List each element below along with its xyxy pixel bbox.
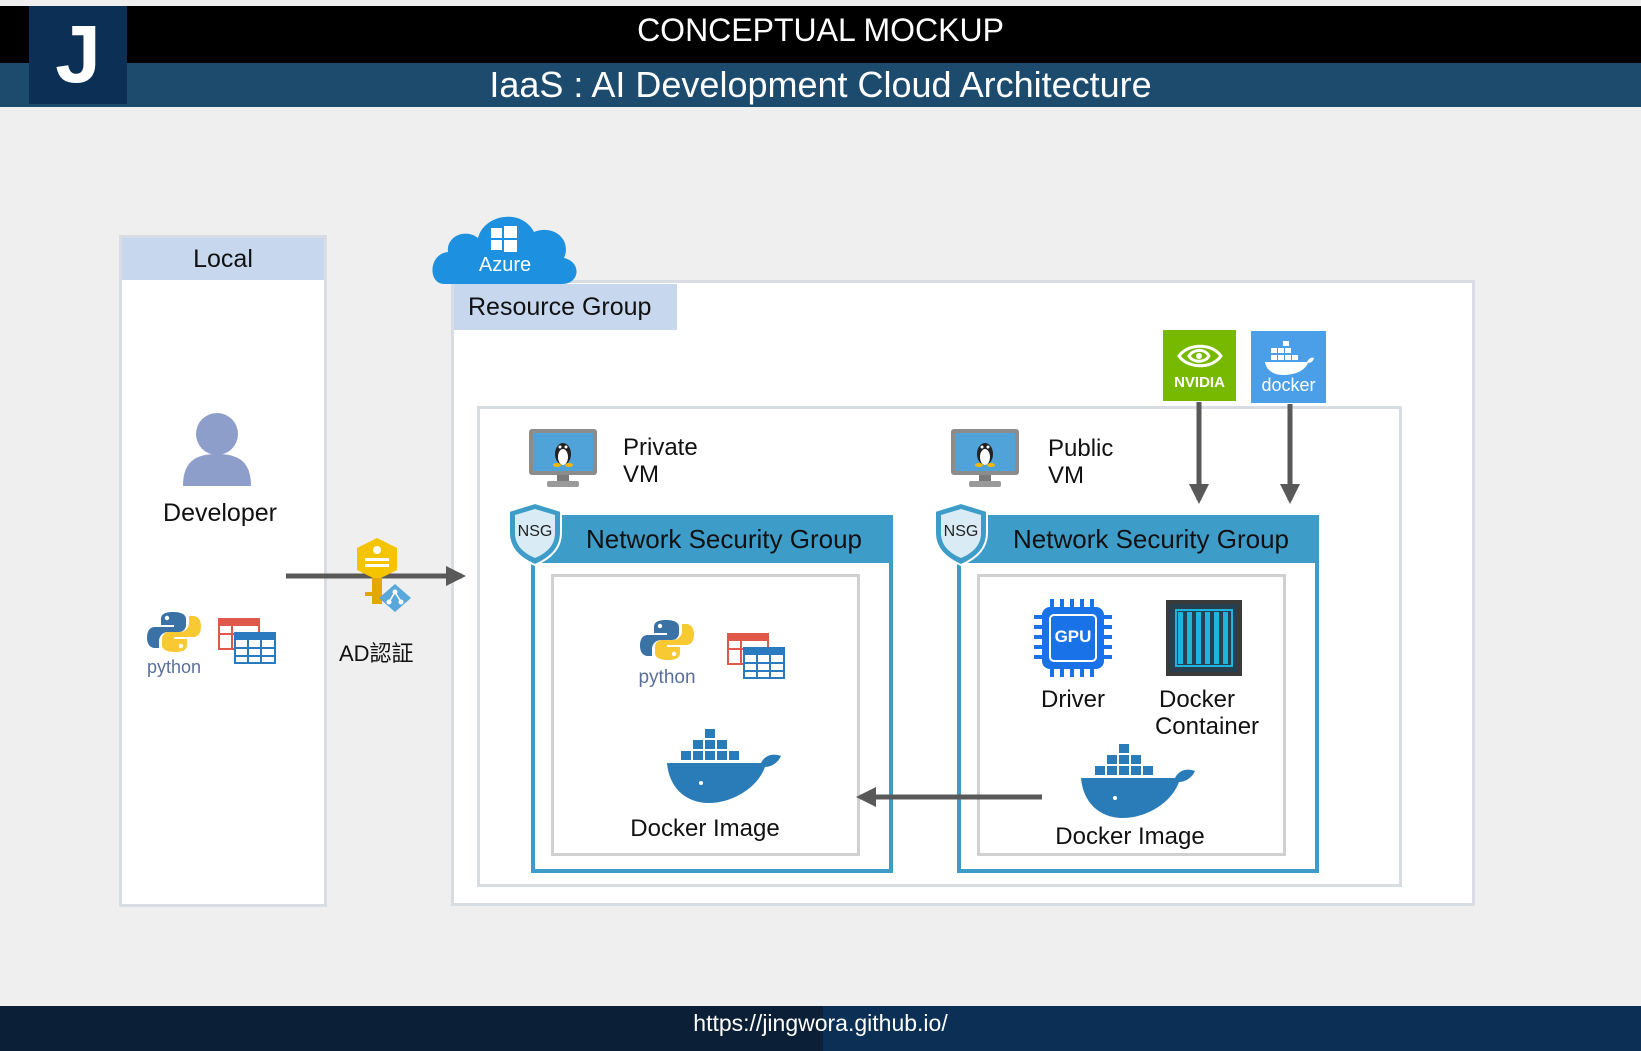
public-vm-label-line1: Public <box>1048 435 1114 462</box>
docker-whale-icon <box>1081 744 1195 818</box>
local-title-bar: Local <box>122 238 324 280</box>
subheader-bar <box>0 63 1641 107</box>
nvidia-badge: NVIDIA <box>1163 330 1236 401</box>
python-icon <box>147 612 201 652</box>
private-nsg-title: Network Security Group <box>586 523 862 554</box>
public-vm-label: Public VM <box>1048 435 1113 489</box>
local-title: Local <box>193 244 253 273</box>
docker-whale-icon <box>667 729 781 803</box>
key-icon <box>357 538 411 612</box>
public-vm-label-line2: VM <box>1048 462 1084 489</box>
python-logo-private: python <box>636 618 698 688</box>
logo-letter: J <box>55 9 101 100</box>
private-vm-label-line1: Private <box>623 434 698 461</box>
gpu-chip-label: GPU <box>1054 627 1092 646</box>
docker-container-label: Docker Container <box>1142 686 1272 740</box>
nvidia-eye-icon <box>1177 344 1223 368</box>
docker-container-label-line2: Container <box>1154 713 1260 740</box>
gpu-chip: GPU <box>1032 597 1114 679</box>
public-nsg-title: Network Security Group <box>1013 523 1289 554</box>
resource-group-title: Resource Group <box>468 292 652 321</box>
developer-label: Developer <box>163 499 277 527</box>
page-subtitle: IaaS : AI Development Cloud Architecture <box>489 64 1152 105</box>
public-docker-image-label: Docker Image <box>1055 823 1205 850</box>
gpu-chip-icon <box>1034 599 1112 677</box>
public-nsg-shield: NSG <box>933 501 989 567</box>
docker-badge-label: docker <box>1261 375 1316 395</box>
private-nsg-header: Network Security Group <box>531 515 893 563</box>
private-inner-box <box>551 574 860 856</box>
table-icon <box>218 618 276 664</box>
python-icon <box>640 620 694 660</box>
footer-url[interactable]: https://jingwora.github.io/ <box>693 1010 948 1036</box>
private-nsg-shield: NSG <box>507 501 563 567</box>
resource-group-title-bar: Resource Group <box>454 284 677 330</box>
docker-container-label-line1: Docker <box>1158 686 1236 713</box>
python-logo-local: python <box>143 610 205 677</box>
table-icon <box>727 633 785 679</box>
public-nsg-header: Network Security Group <box>957 515 1319 563</box>
private-docker-image-label: Docker Image <box>630 815 780 842</box>
docker-badge: docker <box>1251 331 1326 403</box>
monitor-icon-private <box>529 429 597 487</box>
monitor-icon-public <box>951 429 1019 487</box>
shield-icon <box>934 501 988 567</box>
nvidia-label: NVIDIA <box>1174 374 1225 391</box>
header-bar <box>0 6 1641 63</box>
private-nsg-badge: NSG <box>517 523 553 540</box>
footer-bar-left <box>0 1006 823 1051</box>
azure-cloud-icon <box>432 216 577 284</box>
azure-label: Azure <box>478 254 532 276</box>
logo: J <box>29 6 127 104</box>
container-icon <box>1166 600 1242 676</box>
page-title: CONCEPTUAL MOCKUP <box>637 12 1004 48</box>
shield-icon <box>508 501 562 567</box>
python-logo-text: python <box>146 657 202 677</box>
private-vm-label-line2: VM <box>623 461 659 488</box>
user-icon <box>183 413 251 486</box>
ad-auth-label: AD認証 <box>339 641 414 666</box>
docker-whale-icon <box>1265 341 1314 375</box>
python-logo-text: python <box>638 667 696 688</box>
driver-label: Driver <box>1041 686 1105 713</box>
private-vm-label: Private VM <box>623 434 698 488</box>
local-panel <box>119 235 327 907</box>
public-nsg-badge: NSG <box>943 523 979 540</box>
